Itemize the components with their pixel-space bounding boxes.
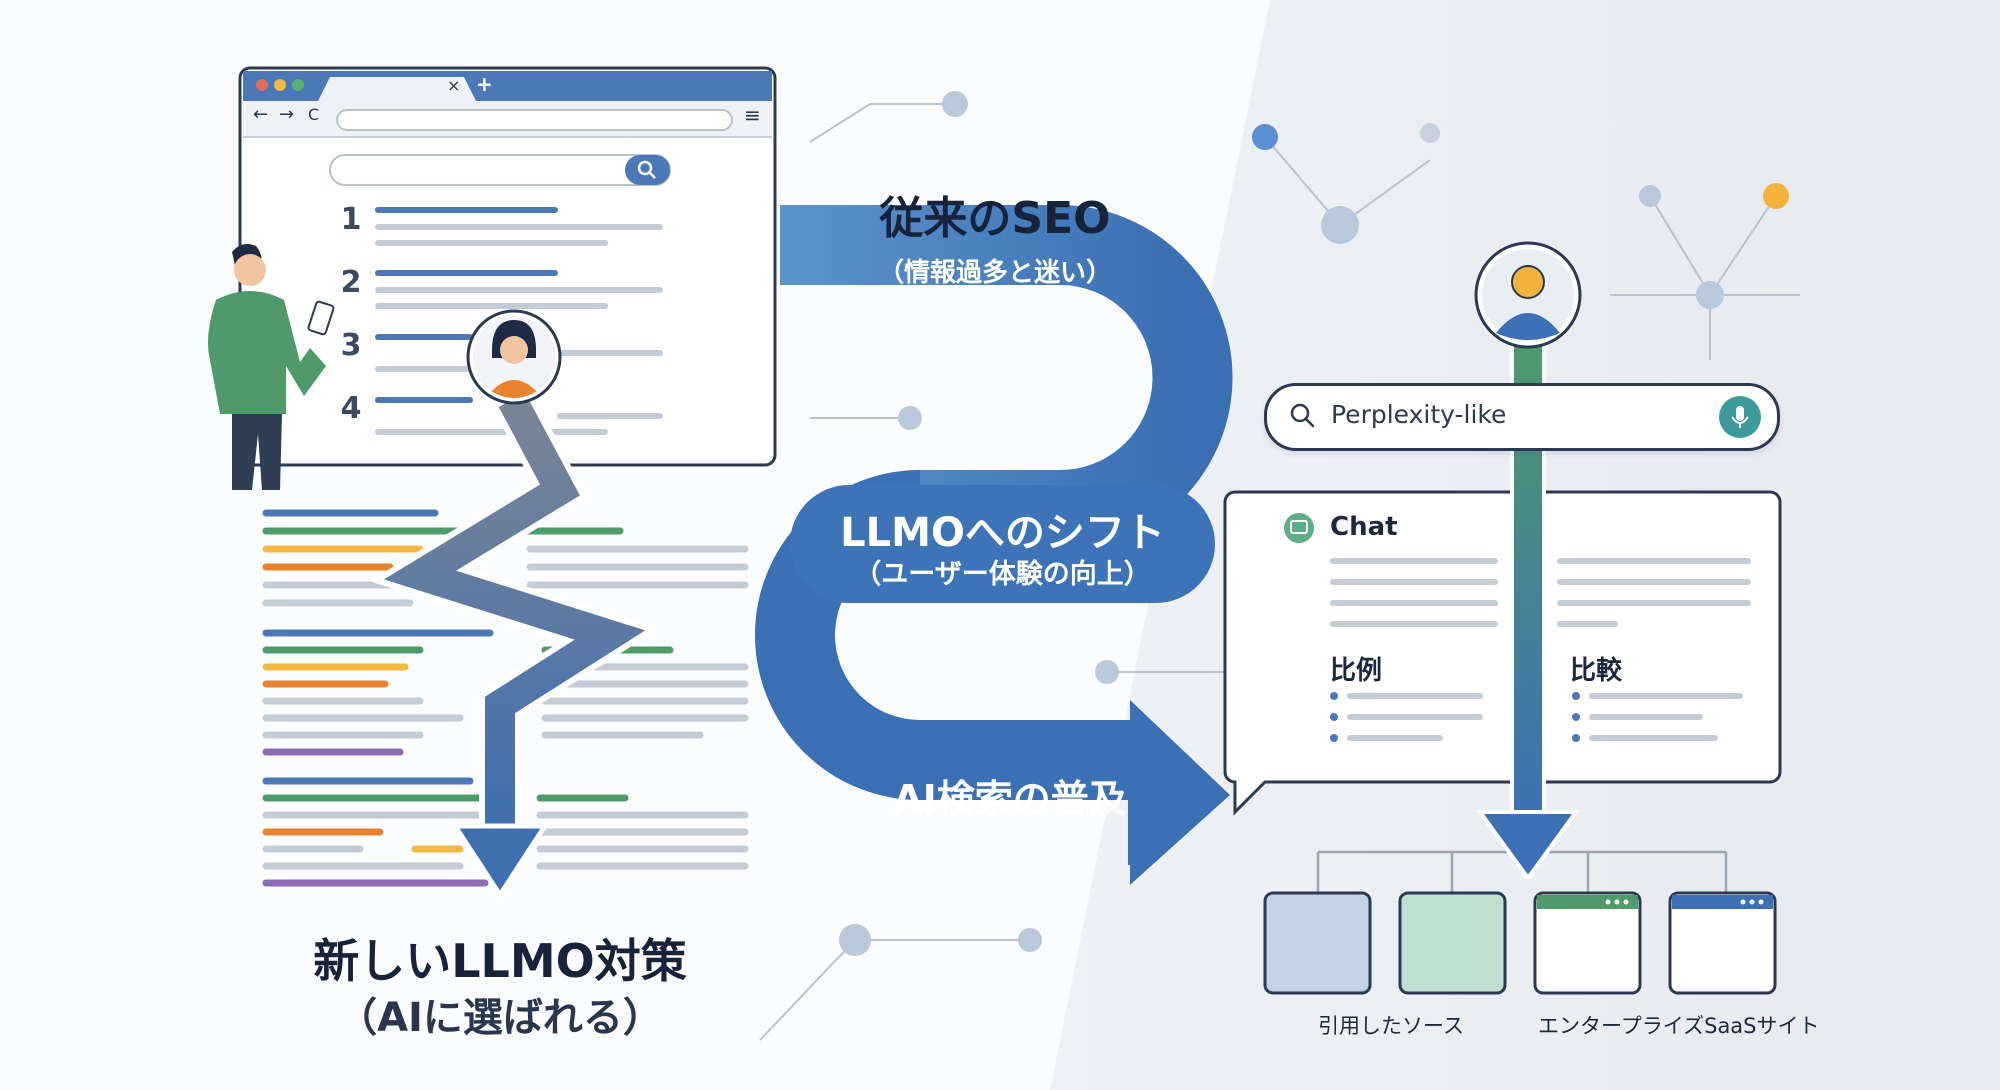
search-input-text[interactable]: Perplexity-like [1331,400,1507,429]
rank-number-1: 1 [340,202,362,237]
rank-number-3: 3 [340,328,362,363]
compare-left-label: 比例 [1330,656,1383,686]
stage-traditional-seo-title: 従来のSEO [879,193,1111,244]
chat-title: Chat [1330,512,1398,542]
browser-result-lines [375,207,663,435]
ai-search-bar[interactable]: Perplexity-like [1264,383,1780,451]
source-label-cited: 引用したソース [1318,1014,1464,1038]
chat-content-lines [1330,558,1751,742]
user-avatar-right [1474,241,1582,349]
stage-ai-search: AI検索の普及 [860,768,1160,828]
left-caption-subtitle: （AIに選ばれる） [337,995,663,1041]
chat-card [1223,490,1782,816]
network-nodes [839,91,1789,956]
left-caption-title: 新しいLLMO対策 [313,934,687,988]
person-figure [208,244,335,490]
microphone-icon[interactable] [1719,396,1761,438]
tab-close-icon[interactable]: × [447,76,461,95]
left-caption: 新しいLLMO対策 （AIに選ばれる） [240,925,760,1041]
stage-traditional-seo: 従来のSEO （情報過多と迷い） [800,182,1190,292]
search-icon [1290,403,1315,428]
browser-window [238,66,777,467]
user-avatar-left [466,309,562,405]
window-control-dots [256,79,304,91]
rank-number-4: 4 [340,391,362,426]
zigzag-path-arrow [369,390,660,900]
menu-icon[interactable]: ≡ [744,103,761,127]
source-label-enterprise-saas: エンタープライズSaaSサイト [1538,1014,1820,1038]
stage-llmo-shift-title: LLMOへのシフト [840,510,1165,556]
stage-llmo-shift-subtitle: （ユーザー体験の向上） [854,559,1151,590]
compare-right-label: 比較 [1570,656,1623,686]
new-tab-icon[interactable]: + [476,72,493,96]
forward-arrow-icon[interactable]: → [279,104,295,125]
source-boxes [1263,891,1777,995]
stage-llmo-shift: LLMOへのシフト （ユーザー体験の向上） [790,500,1215,600]
rank-number-2: 2 [340,265,362,300]
back-arrow-icon[interactable]: ← [253,104,269,125]
s-curve-flow [755,205,1233,885]
reload-icon[interactable]: C [308,105,320,124]
stage-traditional-seo-subtitle: （情報過多と迷い） [877,258,1112,288]
stage-ai-search-title: AI検索の普及 [893,777,1127,821]
